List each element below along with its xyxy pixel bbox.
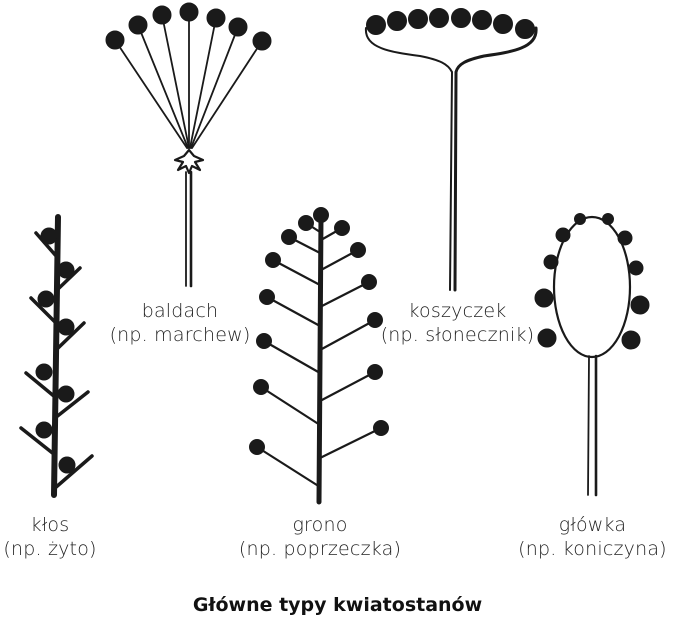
koszyczek-name: koszyczek (408, 300, 507, 322)
koszyczek-drawing (364, 8, 538, 292)
label-grono: grono (np. poprzeczka) (230, 513, 410, 561)
grono-drawing (249, 207, 389, 505)
baldach-name: baldach (141, 300, 219, 322)
glowka-example: (np. koniczyna) (518, 538, 667, 560)
diagram-title: Główne typy kwiatostanów (192, 594, 483, 616)
klos-example: (np. żyto) (3, 538, 97, 560)
klos-name: kłos (30, 514, 70, 536)
glowka-drawing (534, 213, 650, 497)
klos-drawing (19, 214, 94, 498)
label-klos: kłos (np. żyto) (0, 513, 100, 561)
glowka-name: główka (558, 514, 627, 536)
label-koszyczek: koszyczek (np. słonecznik) (375, 299, 540, 347)
baldach-example: (np. marchew) (109, 324, 251, 346)
grono-name: grono (292, 514, 348, 536)
label-glowka: główka (np. koniczyna) (510, 513, 675, 561)
grono-example: (np. poprzeczka) (238, 538, 402, 560)
label-baldach: baldach (np. marchew) (100, 299, 260, 347)
baldach-drawing (105, 2, 272, 288)
koszyczek-example: (np. słonecznik) (380, 324, 535, 346)
